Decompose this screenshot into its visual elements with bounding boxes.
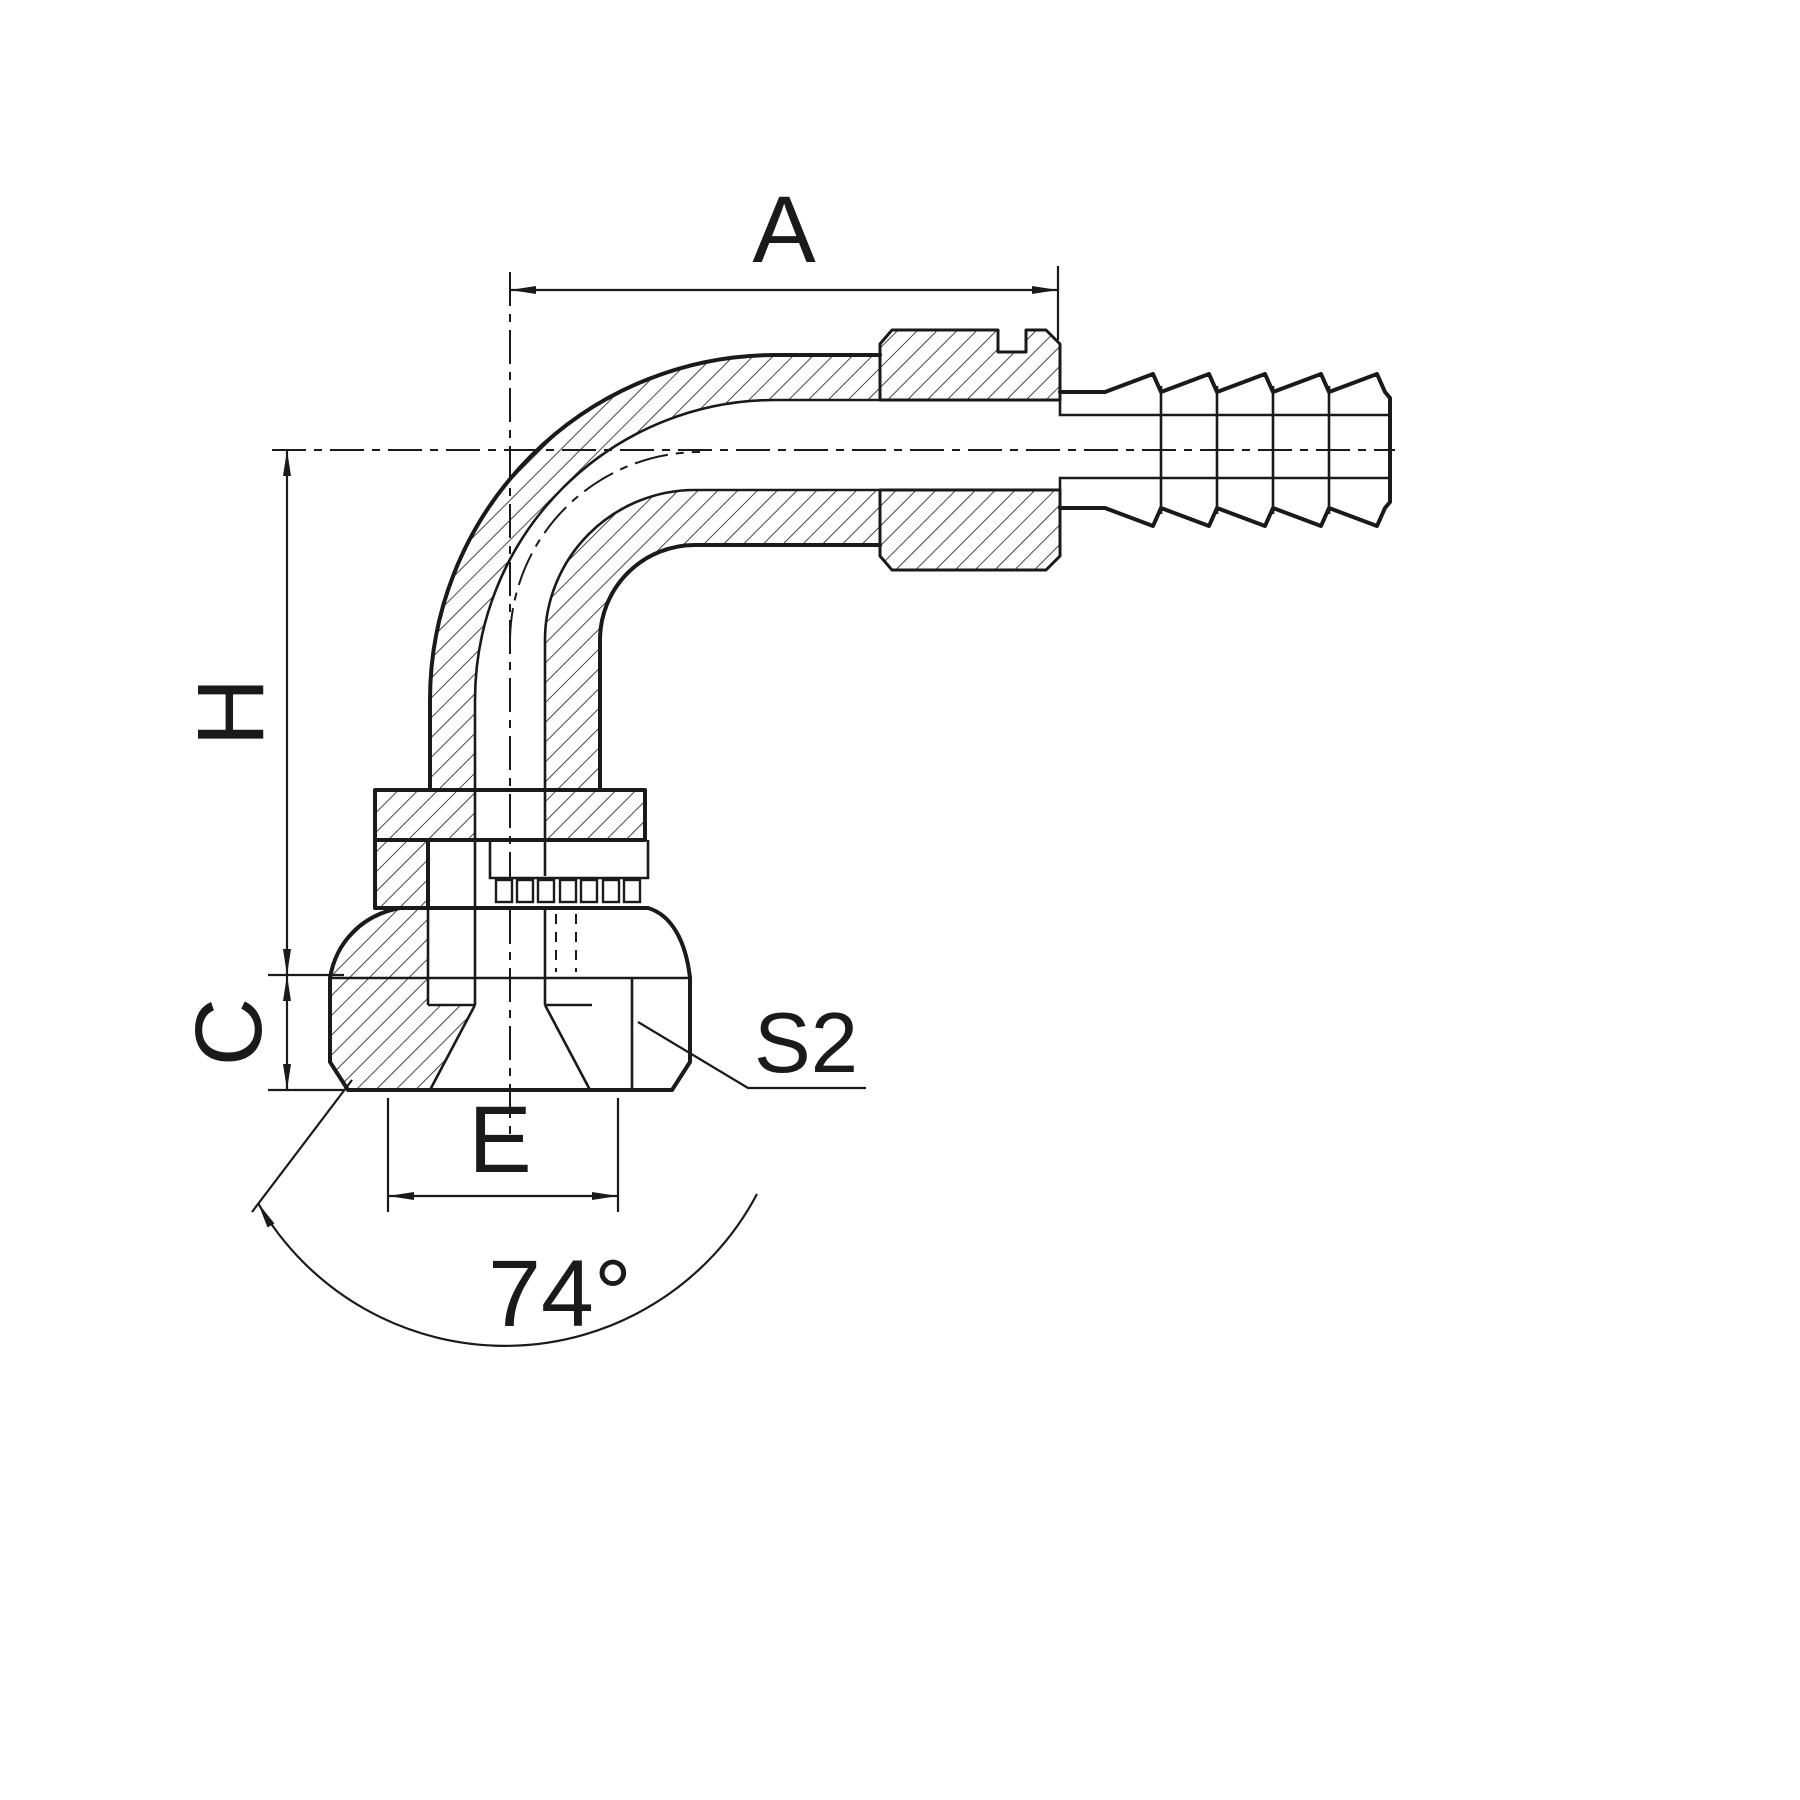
cone-seat bbox=[426, 908, 592, 1091]
hidden-thread-lines bbox=[555, 914, 577, 972]
dimension-h: H bbox=[178, 450, 344, 977]
s2-label: S2 bbox=[754, 996, 858, 1091]
swivel-nut bbox=[328, 840, 692, 1092]
s2-callout: S2 bbox=[637, 996, 866, 1091]
angle-dimension: 74° bbox=[251, 1079, 758, 1347]
elbow-outer-profile bbox=[428, 353, 882, 792]
barb-ring-edges bbox=[1159, 386, 1331, 514]
hose-stop-collar-bottom bbox=[878, 488, 1062, 572]
nut-crown-right-shoulder bbox=[646, 906, 692, 980]
dimension-a: A bbox=[510, 177, 1060, 340]
elbow-centerline-arc bbox=[509, 451, 701, 643]
dim-a-label: A bbox=[752, 177, 816, 283]
section-hatching bbox=[330, 355, 880, 1090]
nut-lip-hatch bbox=[375, 840, 428, 908]
bore-line-top bbox=[473, 398, 1388, 1005]
dim-c-label: C bbox=[176, 998, 282, 1067]
elbow-inner-profile bbox=[598, 543, 882, 792]
dim-e-label: E bbox=[468, 1087, 531, 1193]
thread-neck-outline bbox=[488, 840, 650, 880]
s2-leader-line bbox=[637, 1021, 866, 1090]
angle-arc bbox=[257, 1193, 758, 1347]
dimension-e: E bbox=[386, 1087, 620, 1212]
flange-right-hatch bbox=[545, 790, 645, 840]
flange-outline bbox=[373, 788, 647, 842]
nut-crown-left-shoulder bbox=[328, 906, 402, 980]
flange-left-hatch bbox=[375, 790, 475, 840]
centerlines bbox=[272, 272, 1395, 1135]
dimension-c: C bbox=[176, 975, 344, 1092]
thread-crest-row bbox=[494, 878, 642, 904]
angle-leg-left bbox=[251, 1079, 353, 1213]
hex-nut-body bbox=[328, 976, 692, 1092]
cone-flank-right bbox=[543, 1004, 592, 1091]
hose-stop-collar-top bbox=[878, 328, 1062, 402]
nut-left-wall-hatch bbox=[330, 908, 475, 1090]
elbow-inner-wall-hatch bbox=[545, 490, 880, 790]
cone-flank-left bbox=[428, 1004, 477, 1091]
dim-h-label: H bbox=[178, 678, 284, 747]
elbow-outer-wall-hatch bbox=[430, 355, 880, 790]
bore-line-bottom bbox=[543, 476, 1388, 876]
angle-label: 74° bbox=[488, 1241, 632, 1347]
fitting-body bbox=[373, 328, 1392, 1005]
hose-barb-profile bbox=[1058, 372, 1392, 528]
